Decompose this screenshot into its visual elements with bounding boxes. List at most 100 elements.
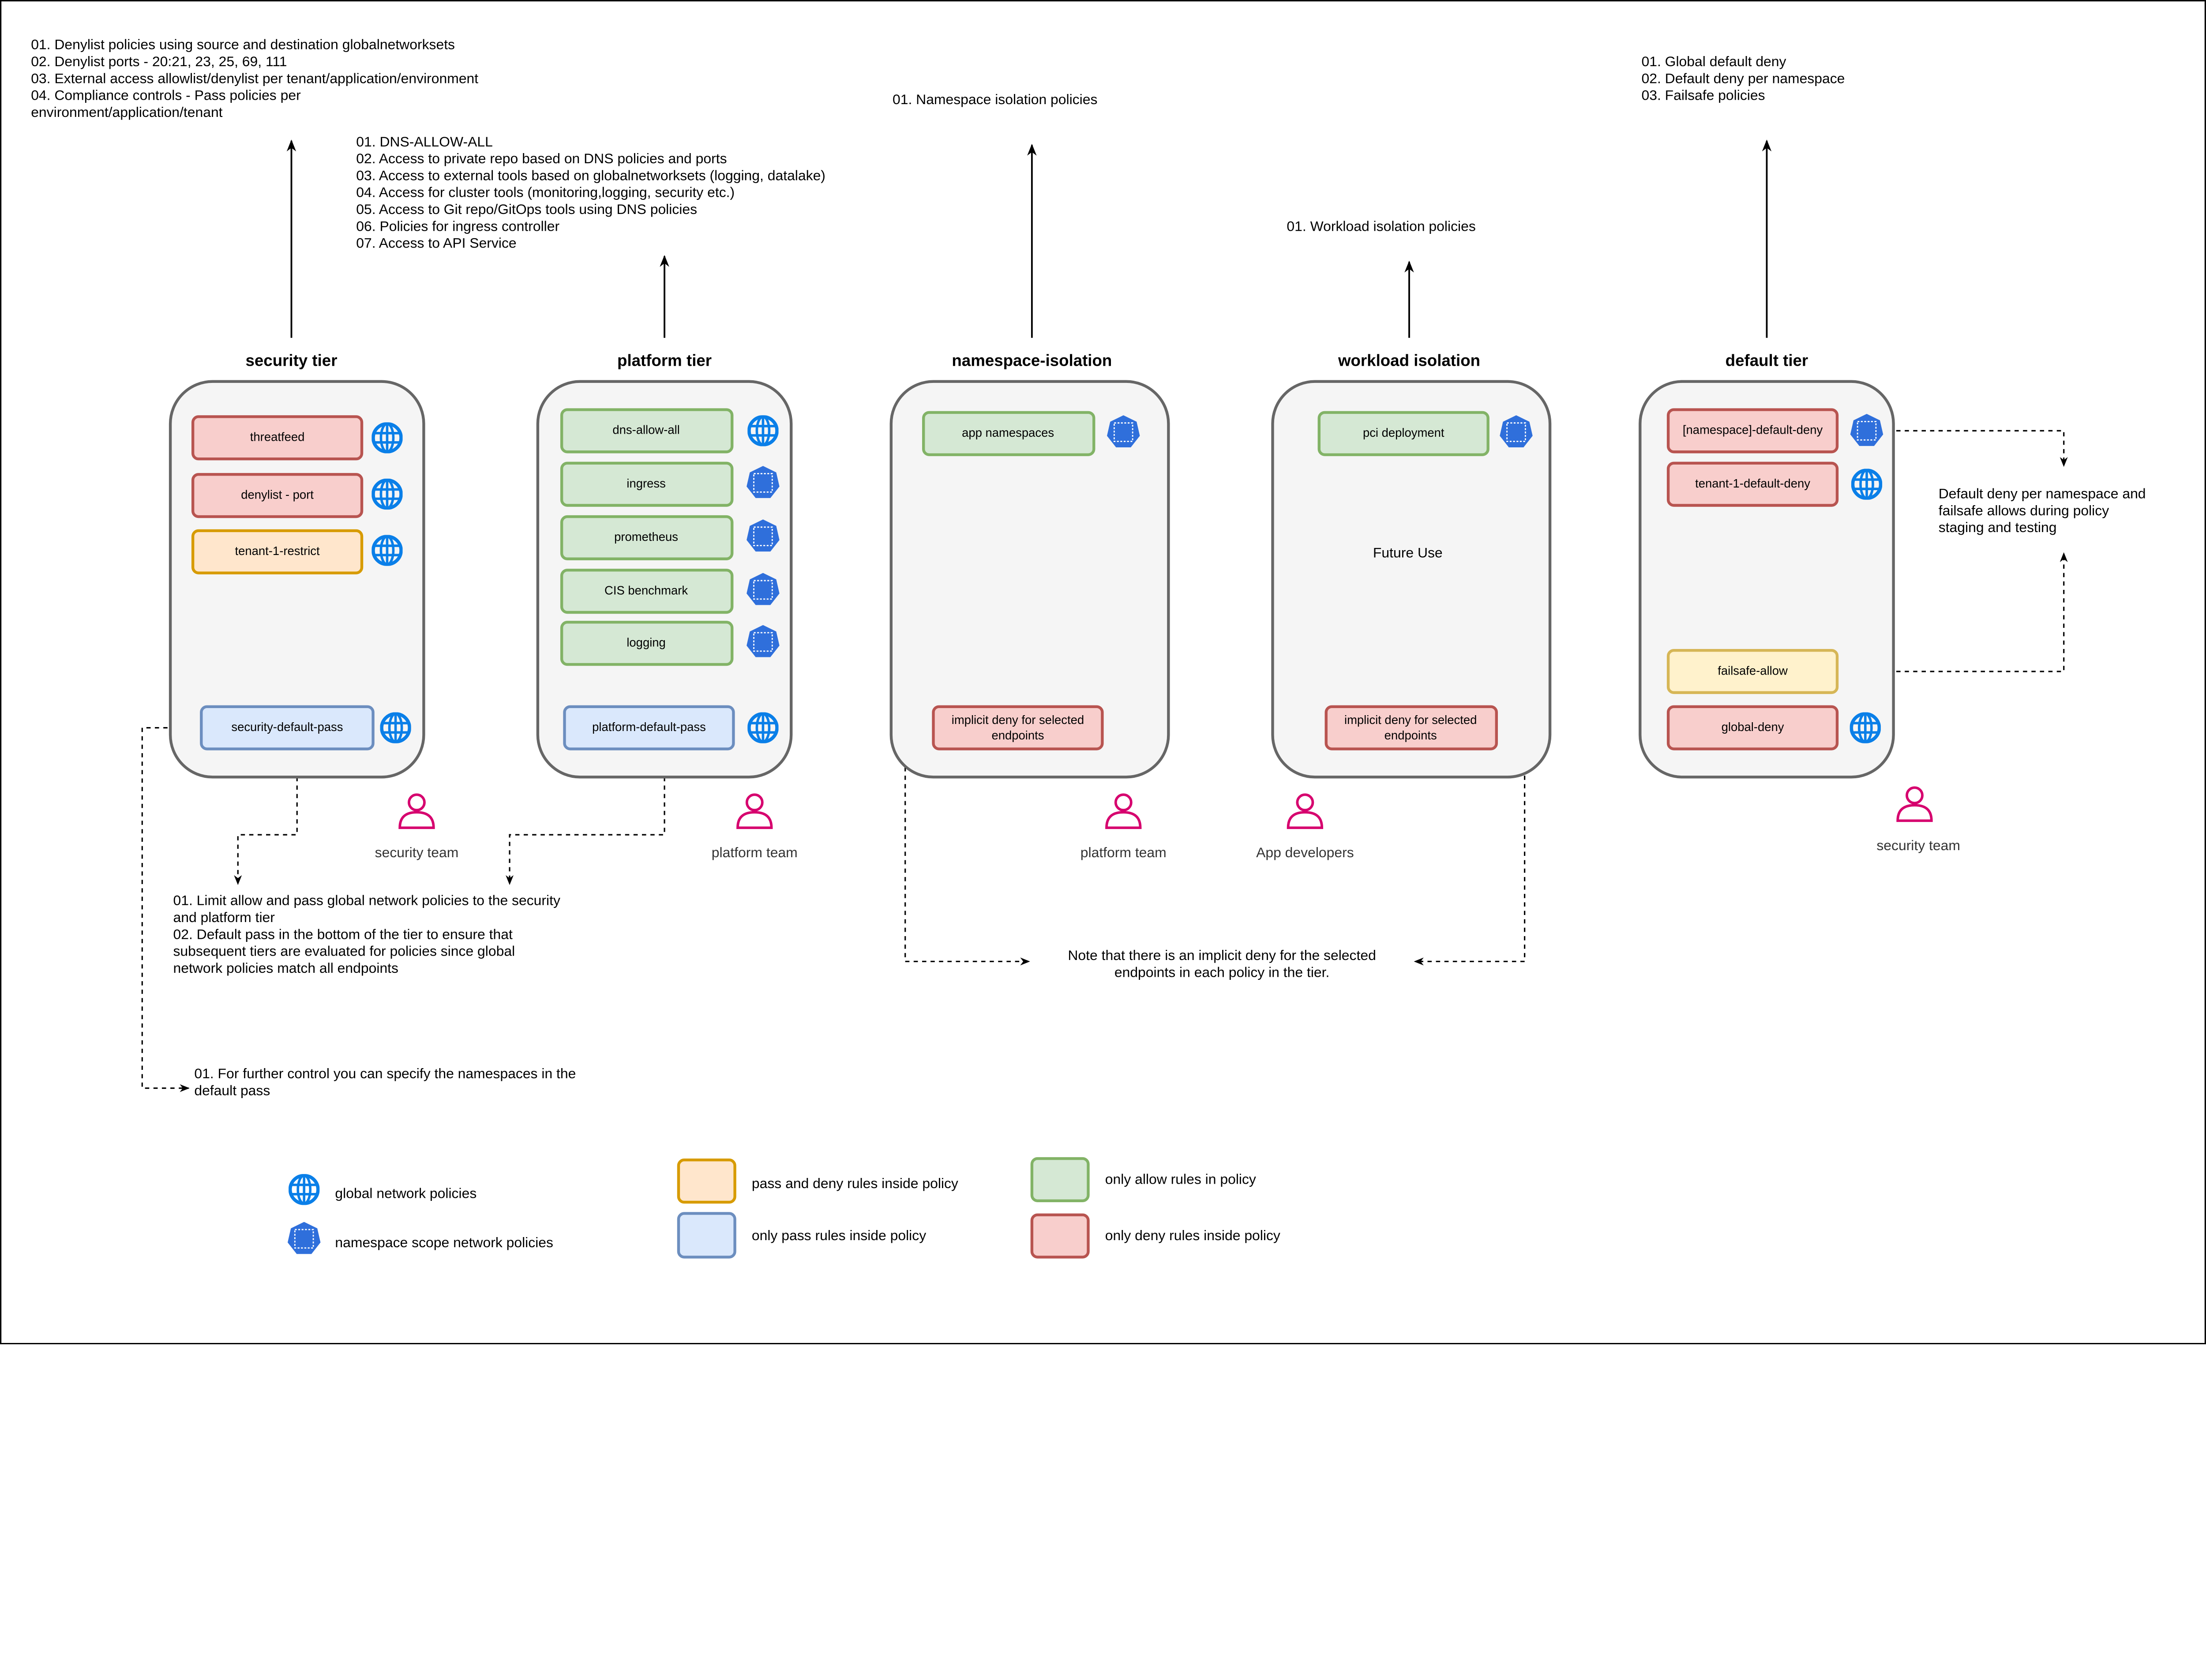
implicit-deny-note: Note that there is an implicit deny for … bbox=[1068, 947, 1376, 980]
workload-tier-container bbox=[1271, 380, 1552, 779]
legend: global network policies namespace scope … bbox=[287, 1157, 1280, 1259]
svg-text:failsafe-allow: failsafe-allow bbox=[1718, 664, 1788, 677]
note-line: 04. Compliance controls - Pass policies … bbox=[31, 87, 301, 103]
legend-swatch-pass bbox=[677, 1212, 736, 1259]
default-tier: default tier [namespace]-default-deny te… bbox=[1639, 352, 1960, 853]
svg-text:tenant-1-default-deny: tenant-1-default-deny bbox=[1695, 476, 1810, 490]
note-line: Default deny per namespace and bbox=[1939, 486, 2146, 502]
policy-ingress[interactable]: ingress bbox=[560, 461, 734, 507]
legend-swatch-deny bbox=[1030, 1213, 1090, 1259]
workload-implicit-connector bbox=[1414, 727, 1526, 966]
note-line: staging and testing bbox=[1939, 519, 2057, 535]
svg-text:global-deny: global-deny bbox=[1722, 720, 1784, 734]
svg-text:prometheus: prometheus bbox=[614, 530, 678, 544]
platform-tier-title: platform tier bbox=[617, 352, 712, 370]
workload-tier-notes: 01. Workload isolation policies bbox=[1287, 218, 1475, 234]
platform-pass-connector bbox=[506, 777, 665, 885]
note-line: 01. Denylist policies using source and d… bbox=[31, 37, 455, 52]
namespaces-in-pass-note: 01. For further control you can specify … bbox=[194, 1065, 576, 1098]
policy-dns-allow-all[interactable]: dns-allow-all bbox=[560, 408, 734, 454]
namespace-tier-container bbox=[889, 380, 1170, 779]
note-line: 02. Denylist ports - 20:21, 23, 25, 69, … bbox=[31, 53, 287, 69]
svg-text:tenant-1-restrict: tenant-1-restrict bbox=[235, 544, 320, 558]
implicit-deny-box[interactable]: implicit deny for selected endpoints bbox=[1324, 705, 1498, 750]
note-line: 02. Default deny per namespace bbox=[1641, 70, 1845, 86]
policy-logging[interactable]: logging bbox=[560, 621, 734, 666]
svg-text:ingress: ingress bbox=[627, 476, 665, 490]
namespace-tier-title: namespace-isolation bbox=[952, 352, 1112, 370]
policy-namespace-default-deny[interactable]: [namespace]-default-deny bbox=[1666, 408, 1839, 454]
note-line: Note that there is an implicit deny for … bbox=[1068, 947, 1376, 963]
policy-denylist-port[interactable]: denylist - port bbox=[191, 473, 364, 518]
note-line: failsafe allows during policy bbox=[1939, 502, 2109, 518]
note-line: 06. Policies for ingress controller bbox=[356, 218, 559, 234]
svg-text:threatfeed: threatfeed bbox=[250, 430, 305, 444]
svg-text:denylist - port: denylist - port bbox=[241, 488, 314, 501]
policy-cis-benchmark[interactable]: CIS benchmark bbox=[560, 569, 734, 614]
note-line: default pass bbox=[194, 1082, 270, 1098]
legend-swatch-allow bbox=[1030, 1157, 1090, 1202]
default-security-team-label: security team bbox=[1876, 837, 1960, 853]
policy-threatfeed[interactable]: threatfeed bbox=[191, 415, 364, 461]
note-line: 01. For further control you can specify … bbox=[194, 1065, 576, 1081]
note-line: endpoints in each policy in the tier. bbox=[1114, 964, 1330, 980]
note-line: 01. DNS-ALLOW-ALL bbox=[356, 134, 493, 150]
note-line: environment/application/tenant bbox=[31, 104, 222, 120]
note-line: 03. External access allowlist/denylist p… bbox=[31, 70, 478, 86]
security-pass-connector bbox=[234, 777, 298, 885]
security-team-label: security team bbox=[375, 844, 459, 860]
policy-tenant-1-default-deny[interactable]: tenant-1-default-deny bbox=[1666, 461, 1839, 507]
default-tier-title: default tier bbox=[1726, 352, 1808, 370]
svg-text:app namespaces: app namespaces bbox=[962, 426, 1054, 439]
svg-text:platform-default-pass: platform-default-pass bbox=[592, 720, 706, 734]
legend-global: global network policies bbox=[335, 1185, 476, 1201]
note-line: subsequent tiers are evaluated for polic… bbox=[173, 943, 515, 959]
policy-global-deny[interactable]: global-deny bbox=[1666, 705, 1839, 750]
svg-text:security-default-pass: security-default-pass bbox=[231, 720, 343, 734]
note-line: 02. Access to private repo based on DNS … bbox=[356, 150, 727, 166]
note-line: 03. Access to external tools based on gl… bbox=[356, 167, 825, 183]
legend-namespace: namespace scope network policies bbox=[335, 1234, 553, 1250]
legend-allow-only: only allow rules in policy bbox=[1105, 1171, 1256, 1187]
security-tier-title: security tier bbox=[245, 352, 337, 370]
policy-platform-default-pass[interactable]: platform-default-pass bbox=[563, 705, 735, 750]
policy-pci-deployment[interactable]: pci deployment bbox=[1317, 411, 1489, 456]
namespace-isolation-tier: namespace-isolation app namespaces impli… bbox=[889, 352, 1170, 860]
security-tier-notes: 01. Denylist policies using source and d… bbox=[31, 37, 478, 120]
policy-tenant-1-restrict[interactable]: tenant-1-restrict bbox=[191, 529, 364, 574]
note-line: 01. Limit allow and pass global network … bbox=[173, 892, 560, 908]
note-line: network policies match all endpoints bbox=[173, 960, 398, 976]
note-line: 07. Access to API Service bbox=[356, 235, 516, 251]
platform-tier: platform tier dns-allow-all ingress prom… bbox=[536, 352, 798, 860]
note-line: 01. Global default deny bbox=[1641, 53, 1786, 69]
legend-swatch-pass-deny bbox=[677, 1159, 736, 1204]
svg-text:CIS benchmark: CIS benchmark bbox=[604, 583, 688, 597]
legend-deny-only: only deny rules inside policy bbox=[1105, 1227, 1280, 1243]
note-line: 04. Access for cluster tools (monitoring… bbox=[356, 184, 735, 200]
svg-text:logging: logging bbox=[627, 635, 666, 649]
note-line: 03. Failsafe policies bbox=[1641, 87, 1765, 103]
workload-isolation-tier: workload isolation pci deployment Future… bbox=[1256, 352, 1552, 860]
platform-team-label: platform team bbox=[712, 844, 798, 860]
namespace-tier-notes: 01. Namespace isolation policies bbox=[893, 91, 1097, 107]
svg-text:implicit deny for selected: implicit deny for selected bbox=[952, 713, 1084, 727]
policy-failsafe-allow[interactable]: failsafe-allow bbox=[1666, 649, 1839, 694]
svg-text:dns-allow-all: dns-allow-all bbox=[612, 423, 680, 437]
diagram-canvas: 01. Denylist policies using source and d… bbox=[0, 0, 2206, 1345]
tier-arrows bbox=[286, 139, 1772, 338]
svg-text:endpoints: endpoints bbox=[991, 728, 1044, 742]
note-line: 02. Default pass in the bottom of the ti… bbox=[173, 926, 513, 942]
implicit-deny-box[interactable]: implicit deny for selected endpoints bbox=[932, 705, 1104, 750]
workload-tier-title: workload isolation bbox=[1338, 352, 1480, 370]
note-line: 01. Namespace isolation policies bbox=[893, 91, 1097, 107]
policy-prometheus[interactable]: prometheus bbox=[560, 515, 734, 560]
note-line: and platform tier bbox=[173, 909, 275, 925]
policy-app-namespaces[interactable]: app namespaces bbox=[922, 411, 1095, 456]
app-developers-label: App developers bbox=[1256, 844, 1354, 860]
legend-pass-deny: pass and deny rules inside policy bbox=[752, 1175, 958, 1191]
svg-text:endpoints: endpoints bbox=[1384, 728, 1437, 742]
policy-security-default-pass[interactable]: security-default-pass bbox=[200, 705, 375, 750]
